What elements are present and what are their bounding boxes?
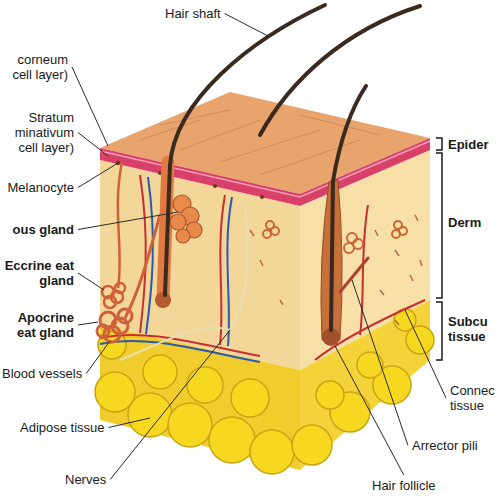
part-label: ous gland bbox=[2, 222, 74, 237]
leader-line bbox=[110, 330, 230, 480]
part-label: corneum cell layer) bbox=[2, 52, 68, 82]
part-label: Nerves bbox=[65, 472, 115, 487]
leader-line bbox=[405, 310, 446, 398]
leader-line bbox=[78, 212, 178, 230]
part-label: Arrector pili bbox=[412, 438, 496, 453]
part-label: Hair shaft bbox=[165, 6, 245, 21]
part-label: Derm bbox=[448, 215, 498, 230]
leader-line bbox=[78, 163, 118, 188]
epidermis-right bbox=[300, 138, 430, 206]
leader-line bbox=[78, 322, 98, 325]
leader-line bbox=[72, 67, 108, 146]
part-label: Eccrine eat gland bbox=[2, 258, 74, 288]
hair-shafts bbox=[165, 5, 420, 330]
part-label: Connec tissue bbox=[450, 383, 497, 413]
part-label: Hair follicle bbox=[372, 478, 462, 493]
leader-line bbox=[335, 346, 404, 475]
leader-line bbox=[352, 280, 408, 446]
part-label: Stratum minativum cell layer) bbox=[2, 110, 74, 155]
part-label: Apocrine eat gland bbox=[2, 310, 74, 340]
apocrine-gland bbox=[97, 215, 160, 342]
part-label: Adipose tissue bbox=[20, 420, 120, 435]
hair-bulb bbox=[155, 292, 171, 308]
leader-line bbox=[109, 418, 150, 428]
skin-surface bbox=[100, 92, 430, 194]
leader-line bbox=[78, 133, 108, 157]
leader-line bbox=[86, 341, 110, 374]
sebaceous-gland bbox=[170, 195, 202, 243]
epidermis-left bbox=[100, 148, 300, 206]
eccrine-gland bbox=[102, 162, 125, 308]
nerves bbox=[120, 205, 248, 360]
layer-brackets bbox=[436, 138, 442, 360]
melanocytes bbox=[116, 161, 264, 199]
blood-vessels bbox=[100, 175, 425, 362]
part-label: Subcu tissue bbox=[448, 314, 498, 344]
leader-line bbox=[78, 273, 104, 290]
part-label: Epider bbox=[448, 137, 498, 152]
leader-line bbox=[225, 14, 268, 37]
part-label: Blood vessels bbox=[2, 366, 94, 381]
arrector-pili bbox=[340, 258, 368, 292]
part-label: Melanocyte bbox=[2, 180, 74, 195]
